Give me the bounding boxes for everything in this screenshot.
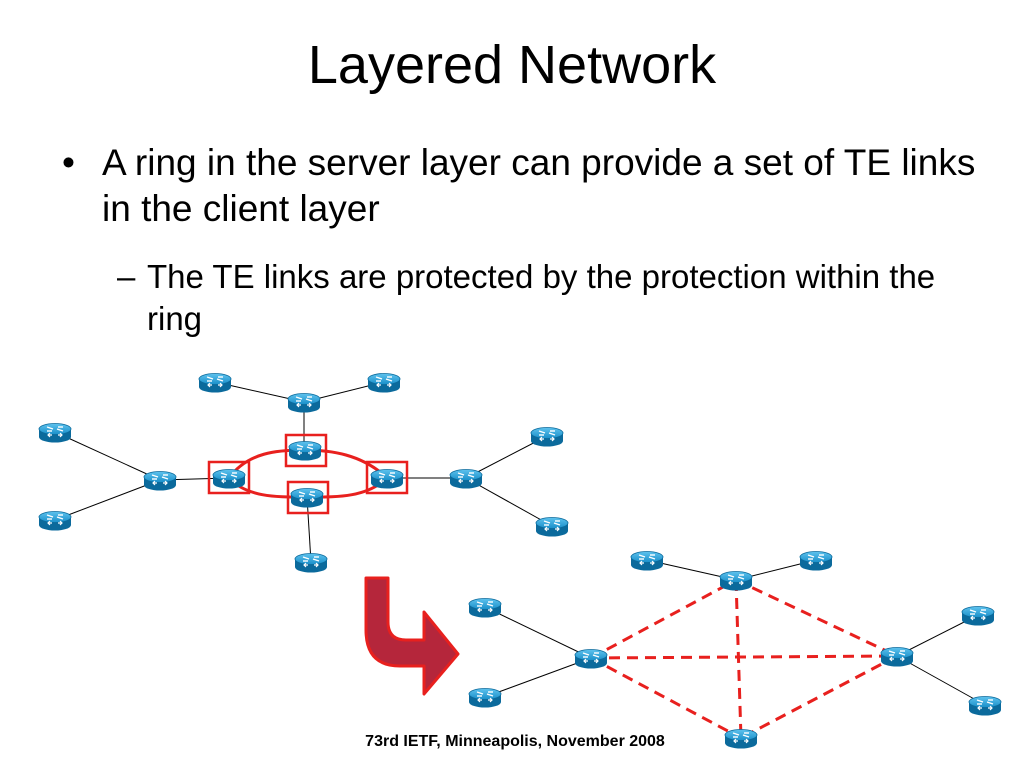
router-icon	[198, 372, 232, 394]
router-icon	[880, 646, 914, 668]
router-icon	[290, 487, 324, 509]
bullet-text: A ring in the server layer can provide a…	[102, 142, 976, 229]
slide-title: Layered Network	[307, 35, 717, 95]
router-icon	[38, 510, 72, 532]
router-icon	[212, 468, 246, 490]
client-layer-diagram	[468, 550, 1002, 750]
client-routers	[468, 550, 1002, 750]
server-layer-diagram	[38, 372, 569, 574]
server-routers	[38, 372, 569, 574]
router-icon	[719, 570, 753, 592]
router-icon	[294, 552, 328, 574]
router-icon	[574, 648, 608, 670]
subbullet-marker: –	[117, 258, 136, 295]
curved-arrow-icon	[364, 576, 460, 696]
te-links	[590, 578, 898, 740]
router-icon	[449, 468, 483, 490]
router-icon	[38, 422, 72, 444]
router-icon	[630, 550, 664, 572]
bullet-marker: •	[62, 142, 75, 183]
router-icon	[367, 372, 401, 394]
router-icon	[799, 550, 833, 572]
subbullet-text: The TE links are protected by the protec…	[147, 258, 936, 337]
router-icon	[468, 687, 502, 709]
router-icon	[288, 440, 322, 462]
router-icon	[287, 392, 321, 414]
router-icon	[468, 597, 502, 619]
router-icon	[961, 605, 995, 627]
router-icon	[968, 695, 1002, 717]
slide-footer: 73rd IETF, Minneapolis, November 2008	[365, 733, 665, 750]
router-icon	[530, 426, 564, 448]
router-icon	[143, 470, 177, 492]
router-icon	[370, 468, 404, 490]
ring-node-boxes	[207, 433, 409, 515]
router-icon	[535, 516, 569, 538]
